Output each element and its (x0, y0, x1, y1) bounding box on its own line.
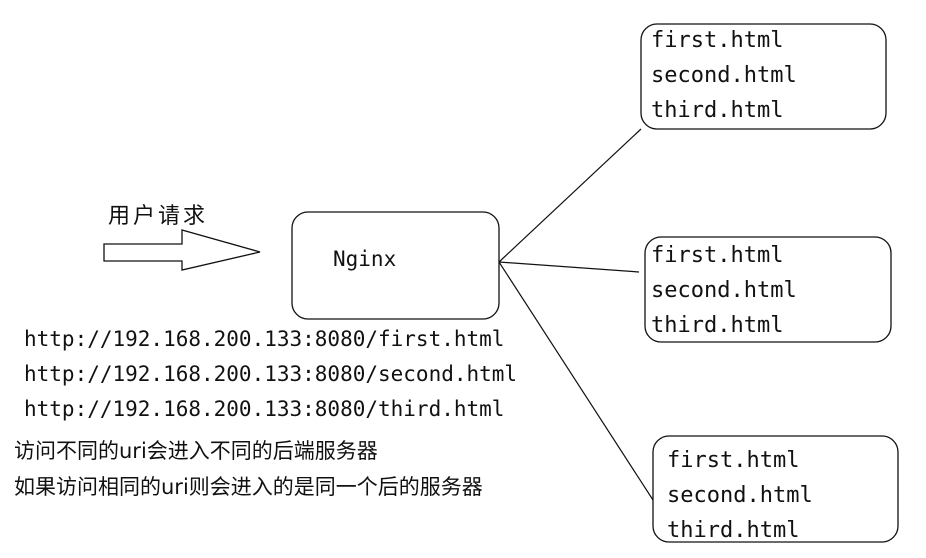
server-3-file-3: third.html (667, 518, 800, 543)
server-box-1 (640, 23, 887, 130)
nginx-label: Nginx (333, 247, 397, 271)
server-1-file-2: second.html (651, 63, 797, 88)
user-request-label: 用户请求 (108, 204, 209, 229)
server-1-file-3: third.html (651, 98, 784, 123)
server-2-file-1: first.html (651, 243, 784, 268)
url-first: http://192.168.200.133:8080/first.html (24, 327, 505, 351)
connector-line-server-2 (498, 261, 640, 273)
connector-line-server-1 (498, 128, 642, 263)
url-second: http://192.168.200.133:8080/second.html (24, 362, 518, 386)
server-2-file-2: second.html (651, 278, 797, 303)
connector-line-server-3 (498, 261, 654, 501)
request-arrow (103, 229, 261, 271)
server-box-3 (652, 435, 899, 543)
server-3-file-2: second.html (667, 483, 813, 508)
url-third: http://192.168.200.133:8080/third.html (24, 397, 505, 421)
server-2-file-3: third.html (651, 313, 784, 338)
note-same-uri: 如果访问相同的uri则会进入的是同一个后的服务器 (14, 475, 483, 499)
nginx-box (291, 211, 500, 320)
server-3-file-1: first.html (667, 448, 800, 473)
note-different-uri: 访问不同的uri会进入不同的后端服务器 (14, 439, 378, 463)
server-1-file-1: first.html (651, 28, 784, 53)
server-box-2 (644, 236, 892, 343)
